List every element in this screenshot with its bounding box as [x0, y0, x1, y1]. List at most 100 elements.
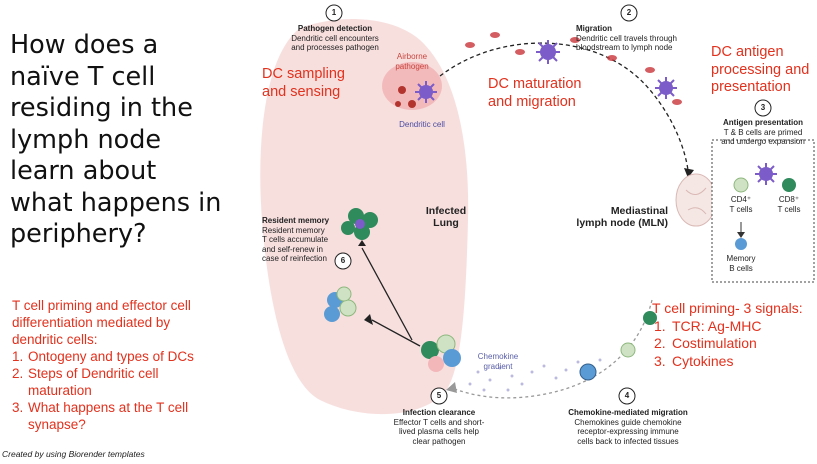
- clearance-cluster: [421, 334, 461, 372]
- memory-b-label: Memory B cells: [721, 254, 761, 273]
- signal-item: 2. Costimulation: [652, 335, 817, 353]
- step-desc-line: Dendritic cell encounters: [291, 33, 379, 43]
- topic-list: 1. Ontogeny and types of DCs 2. Steps of…: [12, 348, 252, 433]
- topic-line: Steps of Dendritic cell: [28, 366, 159, 381]
- tcell-priming-title: T cell priming- 3 signals:: [652, 300, 803, 316]
- effector-cell: [643, 311, 657, 325]
- dendritic-cell-label: Dendritic cell: [399, 120, 445, 129]
- label-line: T cells: [777, 204, 801, 214]
- step-desc-line: and self-renew in: [262, 244, 323, 254]
- arrow-head: [684, 168, 694, 178]
- intro-line: T cell priming and effector cell: [12, 298, 191, 313]
- question-line: what happens in: [10, 187, 222, 218]
- pathogen-icon: [395, 86, 416, 108]
- topic-line: Ontogeny and types of DCs: [28, 349, 194, 364]
- step-desc-line: T cells accumulate: [262, 235, 329, 244]
- step-number-circle: [334, 252, 352, 270]
- annotation-line: and migration: [488, 93, 576, 110]
- step-migration: Migration Dendritic cell travels through…: [576, 24, 686, 53]
- arrow-head: [364, 314, 373, 325]
- cd8-cell: [782, 178, 796, 192]
- label-line: Memory: [726, 254, 756, 263]
- lymph-node-detail: [685, 187, 707, 215]
- step-title: Pathogen detection: [297, 24, 373, 33]
- label-line: Infected: [425, 205, 467, 217]
- topic-number: 2.: [12, 366, 24, 381]
- step-number: 3: [760, 103, 766, 112]
- effector-cluster: [324, 286, 357, 322]
- step-desc-line: clear pathogen: [412, 436, 466, 446]
- step-number-circle: [754, 99, 772, 117]
- step-number-circle: [430, 387, 448, 405]
- step-number: 1: [331, 8, 337, 17]
- infected-lung-label: Infected Lung: [416, 205, 476, 229]
- red-blood-cells: [465, 32, 682, 105]
- dendritic-cell: [415, 81, 437, 103]
- annotation-line: DC antigen: [711, 44, 784, 60]
- arrow-head: [446, 382, 457, 393]
- step-number: 4: [624, 391, 630, 400]
- label-line: Airborne: [396, 52, 428, 61]
- step-desc-line: Chemokines guide chemokine: [574, 417, 682, 427]
- step-number: 2: [626, 8, 632, 17]
- question-line: lymph node: [10, 124, 162, 155]
- label-line: Lung: [433, 217, 459, 229]
- cd8-label: CD8⁺ T cells: [769, 195, 809, 214]
- effector-cell: [579, 363, 597, 381]
- question-line: learn about: [10, 156, 157, 186]
- chemokine-dots: [468, 358, 602, 392]
- signal-number: 2.: [654, 335, 666, 351]
- tcell-priming-annotation: T cell priming- 3 signals: 1.TCR: Ag-MHC…: [652, 300, 817, 370]
- step-title: Chemokine-mediated migration: [568, 408, 688, 417]
- label-line: CD4⁺: [730, 195, 752, 204]
- cd4-cell: [733, 177, 749, 193]
- airborne-pathogen-label: Airborne pathogen: [392, 52, 432, 71]
- step-desc-line: lived plasma cells help: [398, 427, 480, 436]
- step-number: 5: [436, 391, 442, 400]
- step-pathogen-detection: Pathogen detection Dendritic cell encoun…: [280, 24, 390, 53]
- dendritic-cell: [536, 40, 560, 64]
- topic-line: synapse?: [28, 417, 86, 432]
- topic-line: What happens at the T cell: [28, 400, 189, 415]
- step-number-circle: [325, 4, 343, 22]
- arrow-line: [361, 247, 413, 341]
- intro-text: T cell priming and effector cell differe…: [12, 297, 252, 348]
- question-line: naïve T cell: [10, 61, 156, 92]
- signal-number: 3.: [654, 352, 666, 369]
- credit-text: Created by using Biorender templates: [2, 449, 145, 459]
- dendritic-cell: [755, 163, 777, 185]
- dendritic-cell: [655, 77, 677, 99]
- label-line: Mediastinal: [610, 205, 668, 217]
- question-line: residing in the: [10, 93, 193, 123]
- signal-number: 1.: [654, 317, 666, 334]
- step-number-circle: [618, 387, 636, 405]
- step-number: 6: [340, 256, 346, 265]
- signal-text: Costimulation: [672, 335, 757, 351]
- resident-memory-cluster: [341, 208, 378, 240]
- main-question: How does a naïve T cell residing in the …: [10, 30, 255, 251]
- signal-item: 1.TCR: Ag-MHC: [652, 318, 817, 336]
- step-title: Antigen presentation: [722, 118, 803, 127]
- step-antigen-presentation: Antigen presentation T & B cells are pri…: [712, 118, 814, 147]
- step-desc-line: Effector T cells and short-: [393, 417, 485, 427]
- step-desc-line: bloodstream to lymph node: [576, 43, 673, 52]
- topic-item: 3. What happens at the T cell synapse?: [12, 399, 252, 433]
- annotation-line: and sensing: [262, 83, 341, 100]
- signal-list: 1.TCR: Ag-MHC 2. Costimulation 3.Cytokine…: [652, 318, 817, 371]
- step-desc-line: case of reinfection: [262, 254, 327, 263]
- step-chemokine-migration: Chemokine-mediated migration Chemokines …: [568, 408, 688, 446]
- dc-sampling-annotation: DC sampling and sensing: [262, 66, 382, 101]
- step-infection-clearance: Infection clearance Effector T cells and…: [384, 408, 494, 446]
- signal-item: 3.Cytokines: [652, 353, 817, 371]
- step-number-circle: [620, 4, 638, 22]
- effector-cell: [620, 342, 636, 358]
- lymph-node: [675, 173, 717, 227]
- zoom-box: [711, 139, 815, 283]
- cd4-label: CD4⁺ T cells: [721, 195, 761, 214]
- label-line: gradient: [483, 361, 513, 371]
- annotation-line: DC sampling: [262, 66, 345, 82]
- step-desc-line: and undergo expansion: [721, 137, 805, 146]
- question-line: How does a: [10, 30, 159, 60]
- question-line: periphery?: [10, 219, 147, 249]
